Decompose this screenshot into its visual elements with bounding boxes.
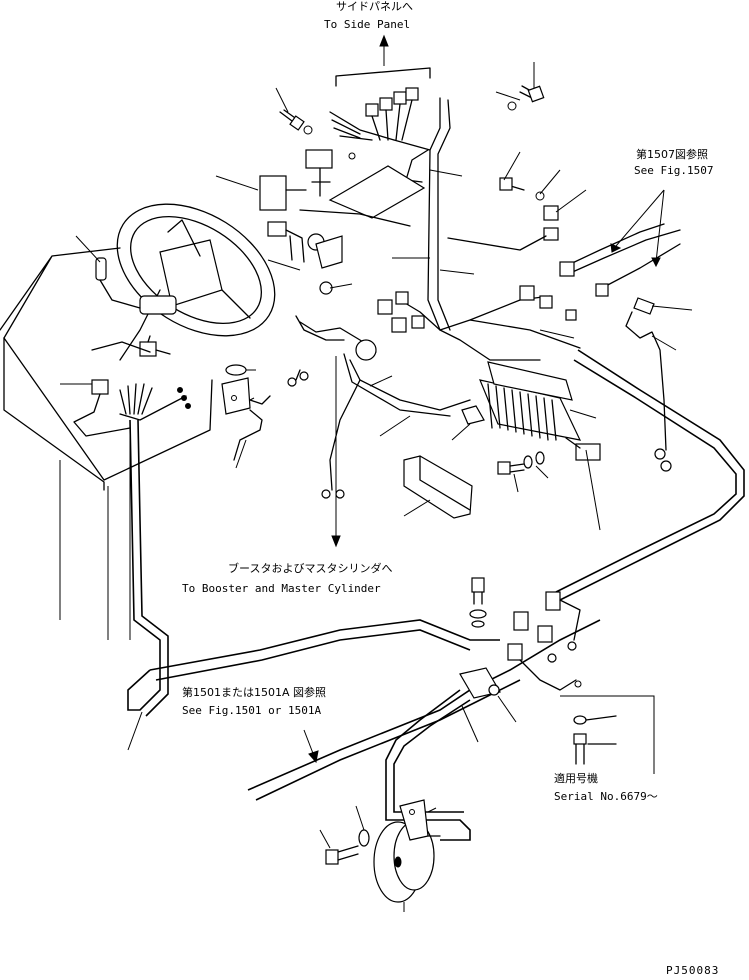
center-harness xyxy=(295,285,581,417)
fig1507-label-jp: 第1507図参照 xyxy=(636,147,708,161)
horn-tube xyxy=(385,667,501,841)
switch-bracket xyxy=(221,364,271,461)
fig1501-label-jp: 第1501または1501A 図参照 xyxy=(182,685,326,699)
serial-label-en: Serial No.6679～ xyxy=(554,790,658,803)
upper-harness xyxy=(329,67,451,331)
fig1507-label-en: See Fig.1507 xyxy=(634,164,713,177)
console-connectors xyxy=(73,341,191,437)
connectors-lower-right xyxy=(507,591,581,691)
bolt-horn xyxy=(325,829,370,865)
side-panel-label-jp: サイドパネルへ xyxy=(336,0,413,13)
booster-label-en: To Booster and Master Cylinder xyxy=(182,582,381,595)
connector-right xyxy=(447,205,559,251)
bolt-vertical xyxy=(469,577,487,628)
steering-wheel xyxy=(95,203,276,361)
drawing-code: PJ50083 xyxy=(666,964,719,977)
bolt-fuse xyxy=(497,451,545,475)
side-panel-label-en: To Side Panel xyxy=(324,18,410,31)
serial-label-jp: 適用号機 xyxy=(554,771,598,785)
bolt-top-right xyxy=(507,85,545,111)
booster-label-jp: ブースタおよびマスタシリンダへ xyxy=(228,561,392,575)
bolt-top-left xyxy=(279,109,313,135)
serial-bolt-group xyxy=(560,680,655,774)
dashboard-console xyxy=(0,247,213,640)
fig1501-label-en: See Fig.1501 or 1501A xyxy=(182,704,321,717)
lower-harness xyxy=(127,419,601,801)
fuse-cover xyxy=(403,455,473,519)
horn xyxy=(373,799,441,903)
right-loop-harness xyxy=(555,349,745,601)
relay-unit xyxy=(259,149,343,295)
fuse-box xyxy=(461,361,601,461)
booster-harness xyxy=(287,369,361,499)
mounting-bracket xyxy=(299,152,426,227)
bolt-mid-right xyxy=(499,177,545,201)
leader-lines xyxy=(60,34,693,912)
